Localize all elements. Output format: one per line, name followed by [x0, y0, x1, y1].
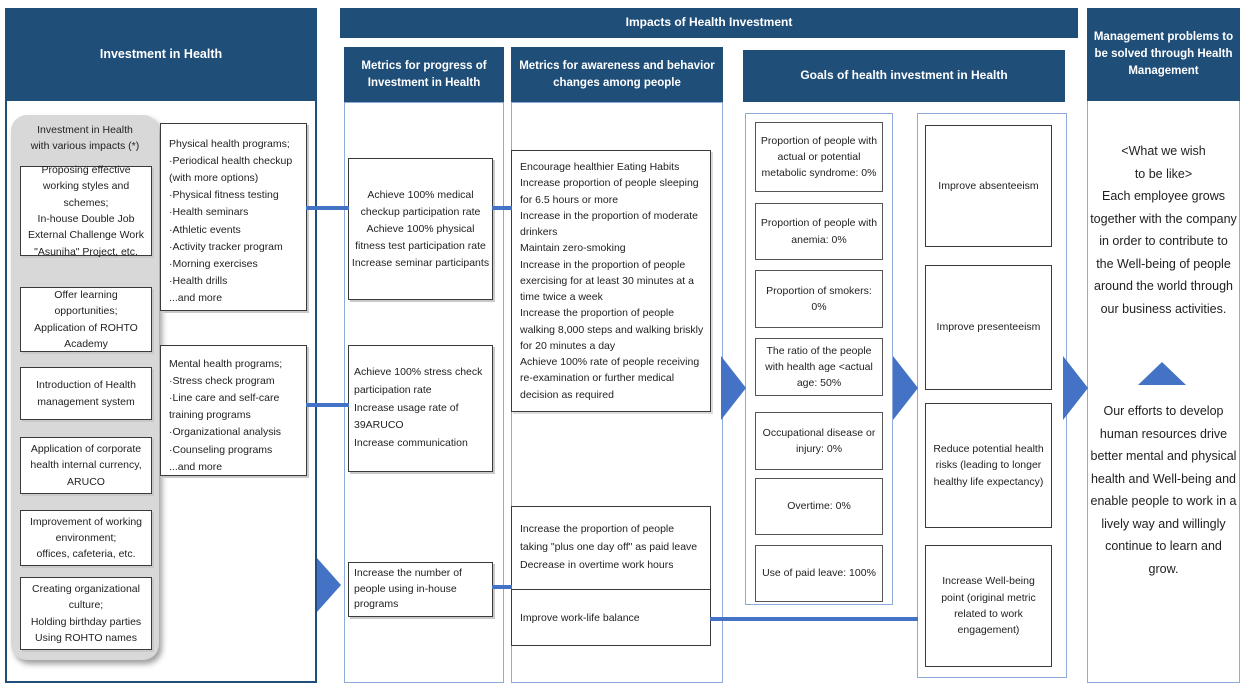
management-panel [1087, 8, 1240, 683]
awareness-box-behaviors: Encourage healthier Eating Habits Increa… [511, 150, 711, 412]
investment-panel-title: Investment in Health [99, 47, 223, 62]
arrow-goals-to-management-icon [1063, 356, 1088, 420]
goal-box-health-age: The ratio of the people with health age … [755, 338, 883, 396]
group-box-environment: Improvement of working environment; offi… [20, 510, 152, 566]
goal-box-smokers: Proportion of smokers: 0% [755, 270, 883, 328]
goal-box-health-risks: Reduce potential health risks (leading t… [925, 403, 1052, 528]
goal-box-metabolic: Proportion of people with actual or pote… [755, 122, 883, 192]
goal-box-wellbeing-point: Increase Well-being point (original metr… [925, 545, 1052, 667]
awareness-box-paid-leave: Increase the proportion of people taking… [511, 506, 711, 590]
management-title: Management problems to be solved through… [1093, 31, 1234, 77]
group-box-learning: Offer learning opportunities; Applicatio… [20, 287, 152, 352]
connector-worklife-to-wellbeing [710, 617, 918, 621]
arrow-up-management-icon [1138, 362, 1186, 385]
group-box-culture: Creating organizational culture; Holding… [20, 577, 152, 650]
awareness-box-worklife: Improve work-life balance [511, 589, 711, 646]
awareness-title: Metrics for awareness and behavior chang… [519, 59, 715, 89]
connector-physical-to-metrics [306, 206, 349, 210]
connector-mental-to-metrics [306, 403, 349, 407]
management-wish-text: <What we wish to be like> Each employee … [1090, 144, 1237, 316]
management-header: Management problems to be solved through… [1087, 8, 1240, 101]
goal-box-absenteeism: Improve absenteeism [925, 125, 1052, 247]
metrics-box-stress-check: Achieve 100% stress check participation … [348, 345, 493, 472]
goals-header: Goals of health investment in Health [743, 50, 1065, 102]
arrow-goals-left-to-right-icon [893, 356, 918, 420]
metrics-box-inhouse: Increase the number of people using in-h… [348, 562, 493, 617]
impacts-banner: Impacts of Health Investment [340, 8, 1078, 38]
metrics-box-participation: Achieve 100% medical checkup participati… [348, 158, 493, 300]
goal-box-anemia: Proportion of people with anemia: 0% [755, 203, 883, 260]
awareness-header: Metrics for awareness and behavior chang… [511, 47, 723, 102]
metrics-progress-title: Metrics for progress of Investment in He… [361, 59, 487, 89]
connector-metrics-to-awareness [492, 206, 512, 210]
management-efforts-text: Our efforts to develop human resources d… [1090, 404, 1237, 576]
goal-box-overtime: Overtime: 0% [755, 478, 883, 535]
impacts-banner-title: Impacts of Health Investment [625, 15, 793, 30]
group-box-health-system: Introduction of Health management system [20, 367, 152, 420]
metrics-progress-container [344, 102, 504, 683]
group-box-aruco: Application of corporate health internal… [20, 437, 152, 494]
goal-box-paid-leave: Use of paid leave: 100% [755, 545, 883, 602]
arrow-left-to-metrics-icon [317, 558, 341, 612]
mental-programs-box: Mental health programs; ·Stress check pr… [160, 345, 307, 476]
group-box-working-styles: Proposing effective working styles and s… [20, 164, 152, 258]
metrics-progress-header: Metrics for progress of Investment in He… [344, 47, 504, 102]
goal-box-presenteeism: Improve presenteeism [925, 265, 1052, 390]
goal-box-occupational: Occupational disease or injury: 0% [755, 412, 883, 470]
connector-inhouse-to-awareness [492, 585, 512, 589]
physical-programs-box: Physical health programs; ·Periodical he… [160, 123, 307, 311]
goals-title: Goals of health investment in Health [800, 68, 1008, 83]
impacts-group-title: Investment in Health with various impact… [30, 124, 140, 153]
arrow-awareness-to-goals-icon [721, 356, 746, 420]
investment-panel-header: Investment in Health [5, 8, 317, 101]
